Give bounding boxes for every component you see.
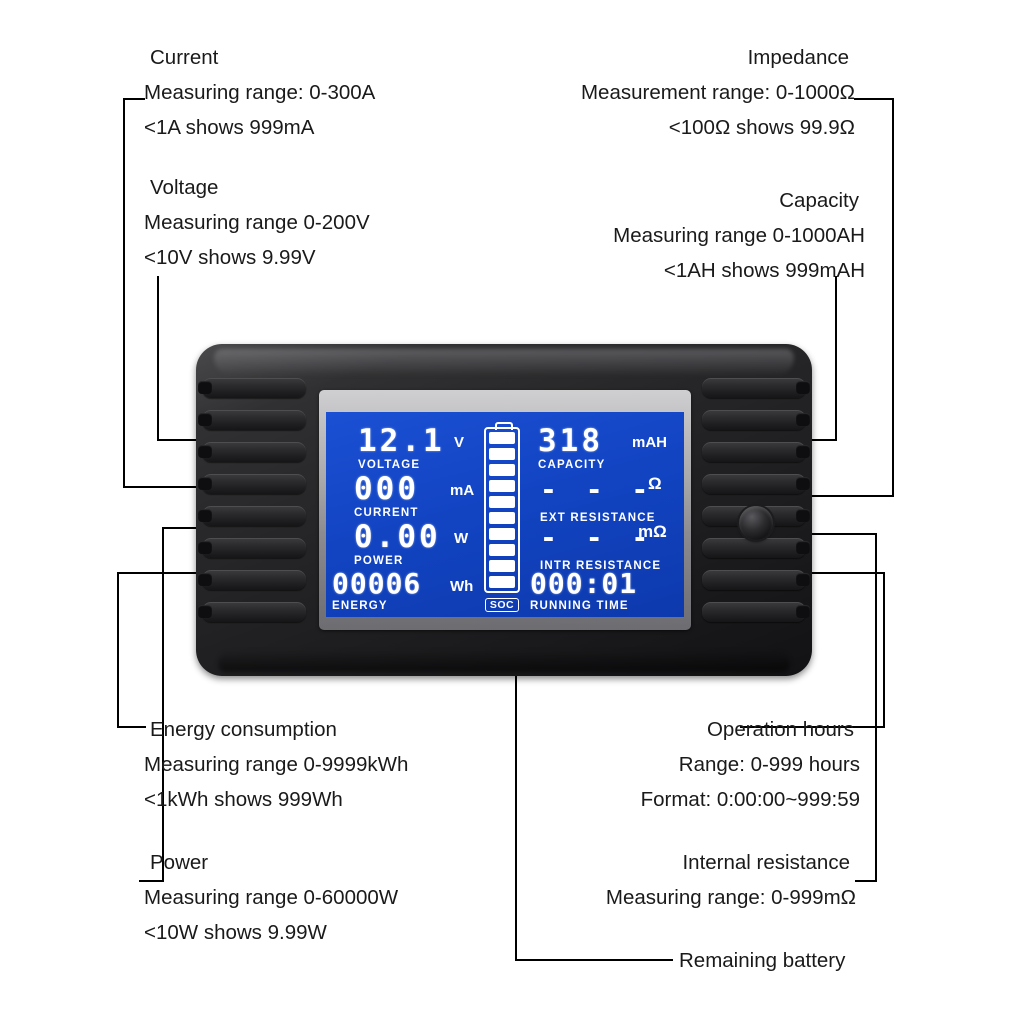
annotation-operation-hours-line2: Format: 0:00:00~999:59 [640,788,860,811]
current-readout: 000 CURRENT [354,471,419,520]
annotation-energy-line2: <1kWh shows 999Wh [144,788,343,811]
shell-bottom-shadow [218,650,790,672]
set-button[interactable] [739,506,773,540]
annotation-power-line2: <10W shows 9.99W [144,921,327,944]
annotation-operation-hours-line1: Range: 0-999 hours [678,753,860,776]
battery-body [484,427,520,593]
annotation-impedance-line1: Measurement range: 0-1000Ω [580,81,855,104]
ext-resistance-unit: Ω [648,474,662,493]
annotation-voltage-heading: Voltage [150,176,219,199]
soc-label: SOC [485,598,519,612]
soc-segment [489,576,515,588]
capacity-value: 318 [538,423,603,459]
annotation-capacity-line1: Measuring range 0-1000AH [613,224,865,247]
annotation-current: Current Measuring range: 0-300A <1A show… [144,40,375,145]
current-value: 000 [354,471,419,507]
annotation-power: Power Measuring range 0-60000W <10W show… [144,845,398,950]
soc-segment [489,432,515,444]
voltage-label: VOLTAGE [358,459,421,471]
annotation-capacity: Capacity Measuring range 0-1000AH <1AH s… [545,183,865,288]
shell-top-highlight [214,349,794,375]
lcd-screen: 12.1 VOLTAGE V 000 CURRENT mA 0.00 POWER… [326,412,684,617]
soc-segment [489,464,515,476]
power-label: POWER [354,555,404,567]
annotation-voltage-line1: Measuring range 0-200V [144,211,370,234]
annotation-impedance-heading: Impedance [747,46,849,69]
annotation-current-line1: Measuring range: 0-300A [144,81,376,104]
voltage-readout: 12.1 VOLTAGE [358,423,445,472]
vent-ribs-left [198,378,310,642]
running-time-label: RUNNING TIME [530,600,629,612]
annotation-impedance: Impedance Measurement range: 0-1000Ω <10… [545,40,855,145]
annotation-voltage: Voltage Measuring range 0-200V <10V show… [144,170,370,275]
power-unit: W [454,530,469,547]
capacity-label: CAPACITY [538,459,606,471]
voltage-value: 12.1 [358,423,445,459]
annotation-internal-resistance-heading: Internal resistance [682,851,850,874]
ext-resistance-readout: - - - EXT RESISTANCE [540,473,656,525]
annotation-internal-resistance: Internal resistance Measuring range: 0-9… [500,845,856,915]
power-readout: 0.00 POWER [354,519,441,568]
intr-resistance-label: INTR RESISTANCE [540,560,662,572]
soc-segment [489,480,515,492]
capacity-readout: 318 CAPACITY [538,423,606,472]
annotation-remaining-battery: Remaining battery [679,943,845,978]
soc-segment [489,448,515,460]
voltage-unit: V [454,434,465,451]
intr-resistance-readout: - - - INTR RESISTANCE [540,521,662,573]
annotation-internal-resistance-line1: Measuring range: 0-999mΩ [605,886,856,909]
soc-segment [489,528,515,540]
soc-battery-gauge: SOC [482,422,522,612]
intr-resistance-unit: mΩ [638,522,667,541]
annotation-voltage-line2: <10V shows 9.99V [144,246,316,269]
vent-ribs-right [698,378,810,642]
annotation-capacity-line2: <1AH shows 999mAH [663,259,865,282]
energy-label: ENERGY [332,600,388,612]
lcd-bezel: 12.1 VOLTAGE V 000 CURRENT mA 0.00 POWER… [319,390,691,630]
annotation-current-line2: <1A shows 999mA [144,116,315,139]
running-time-value: 000:01 [530,567,638,600]
annotation-power-heading: Power [150,851,209,874]
current-unit: mA [450,482,475,499]
annotation-operation-hours: Operation hours Range: 0-999 hours Forma… [500,712,860,817]
energy-readout: 00006 ENERGY [332,567,422,613]
ext-resistance-label: EXT RESISTANCE [540,512,656,524]
annotation-operation-hours-heading: Operation hours [706,718,854,741]
annotation-impedance-line2: <100Ω shows 99.9Ω [668,116,855,139]
annotation-power-line1: Measuring range 0-60000W [144,886,399,909]
capacity-unit: mAH [632,434,668,451]
energy-unit: Wh [450,578,474,595]
energy-value: 00006 [332,567,422,600]
annotation-remaining-battery-heading: Remaining battery [679,949,846,972]
ext-resistance-value: - - - [540,473,655,506]
battery-monitor-device: 12.1 VOLTAGE V 000 CURRENT mA 0.00 POWER… [196,344,812,676]
annotation-energy: Energy consumption Measuring range 0-999… [144,712,408,817]
annotation-capacity-heading: Capacity [779,189,859,212]
annotation-energy-heading: Energy consumption [150,718,337,741]
power-value: 0.00 [354,519,441,555]
soc-segment [489,544,515,556]
annotation-energy-line1: Measuring range 0-9999kWh [144,753,409,776]
battery-cap-icon [495,422,513,430]
soc-segment [489,512,515,524]
soc-segment [489,560,515,572]
running-time-readout: 000:01 RUNNING TIME [530,567,638,613]
annotation-current-heading: Current [150,46,219,69]
soc-segment [489,496,515,508]
current-label: CURRENT [354,507,419,519]
intr-resistance-value: - - - [540,521,655,554]
